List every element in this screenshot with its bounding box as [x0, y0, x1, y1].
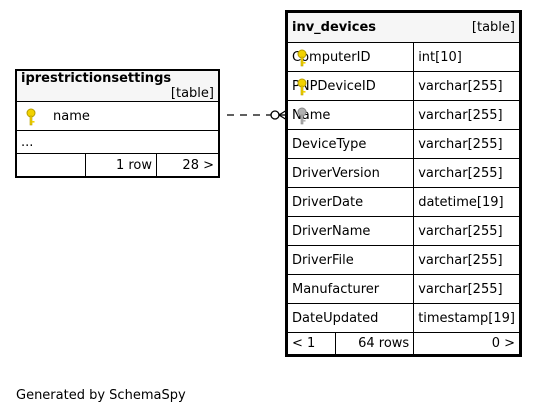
row-count: 64 rows — [335, 332, 415, 356]
table-iprestrictionsettings: iprestrictionsettings [table] name ... 1… — [15, 69, 220, 178]
column-row: DeviceType varchar[255] — [285, 129, 521, 159]
column-type: varchar[255] — [413, 274, 521, 304]
generated-by-text: Generated by SchemaSpy — [16, 388, 186, 403]
table-name[interactable]: inv_devices — [292, 20, 376, 35]
table-name[interactable]: iprestrictionsettings — [21, 71, 172, 86]
column-name[interactable]: DriverFile — [292, 252, 354, 268]
column-name-cell: DriverFile — [285, 245, 415, 275]
ellipsis-cell: ... — [16, 130, 219, 154]
column-type: varchar[255] — [413, 129, 521, 159]
column-name-cell: Name — [285, 100, 415, 130]
primary-key-icon — [297, 78, 307, 96]
column-name[interactable]: Manufacturer — [292, 281, 380, 297]
column-row: name — [16, 101, 219, 131]
column-name[interactable]: DriverDate — [292, 194, 364, 210]
column-row: Manufacturer varchar[255] — [285, 274, 521, 304]
column-name[interactable]: DeviceType — [292, 136, 367, 152]
column-row: ComputerID int[10] — [285, 42, 521, 72]
table-footer: 1 row 28 > — [16, 153, 219, 177]
table-header-cell: iprestrictionsettings [table] — [16, 70, 219, 102]
column-name-cell: DriverDate — [285, 187, 415, 217]
ellipsis-row: ... — [16, 130, 219, 154]
column-name[interactable]: PNPDeviceID — [292, 78, 376, 94]
column-cell: name — [16, 101, 219, 131]
column-rows: ComputerID int[10] PNPDeviceID varchar[255]… — [285, 42, 521, 333]
column-name-cell: DeviceType — [285, 129, 415, 159]
children-count[interactable]: 28 > — [156, 153, 219, 177]
relationship-connector — [227, 109, 288, 121]
column-name-cell: DriverVersion — [285, 158, 415, 188]
parents-count[interactable]: < 1 — [285, 332, 337, 356]
column-name[interactable]: DriverName — [292, 223, 371, 239]
column-row: PNPDeviceID varchar[255] — [285, 71, 521, 101]
column-name-cell: Manufacturer — [285, 274, 415, 304]
column-name-cell: DriverName — [285, 216, 415, 246]
column-name[interactable]: DriverVersion — [292, 165, 380, 181]
table-footer: < 1 64 rows 0 > — [285, 332, 521, 356]
table-header-cell: inv_devices [table] — [286, 11, 521, 43]
column-row: DateUpdated timestamp[19] — [285, 303, 521, 333]
column-type: varchar[255] — [413, 245, 521, 275]
foreign-key-icon — [297, 107, 307, 125]
zero-cardinality-circle — [270, 110, 280, 120]
column-name-cell: PNPDeviceID — [285, 71, 415, 101]
column-row: DriverVersion varchar[255] — [285, 158, 521, 188]
column-name-cell: DateUpdated — [285, 303, 415, 333]
column-type: varchar[255] — [413, 100, 521, 130]
column-type: datetime[19] — [413, 187, 521, 217]
column-row: DriverName varchar[255] — [285, 216, 521, 246]
column-name[interactable]: DateUpdated — [292, 310, 379, 326]
column-type: varchar[255] — [413, 71, 521, 101]
column-name-cell: ComputerID — [285, 42, 415, 72]
primary-key-icon — [26, 108, 36, 126]
column-row: DriverDate datetime[19] — [285, 187, 521, 217]
table-header: iprestrictionsettings [table] — [16, 70, 219, 102]
column-row: DriverFile varchar[255] — [285, 245, 521, 275]
table-type-label: [table] — [170, 86, 214, 101]
column-type: int[10] — [413, 42, 521, 72]
primary-key-icon — [297, 49, 307, 67]
table-type-label: [table] — [471, 20, 515, 35]
children-count: 0 > — [413, 332, 521, 356]
parents-cell — [16, 153, 86, 177]
column-type: varchar[255] — [413, 216, 521, 246]
table-header: inv_devices [table] — [286, 11, 521, 43]
column-name[interactable]: ComputerID — [292, 49, 371, 65]
row-count: 1 row — [85, 153, 157, 177]
column-name[interactable]: name — [53, 108, 90, 124]
column-type: varchar[255] — [413, 158, 521, 188]
column-type: timestamp[19] — [413, 303, 521, 333]
